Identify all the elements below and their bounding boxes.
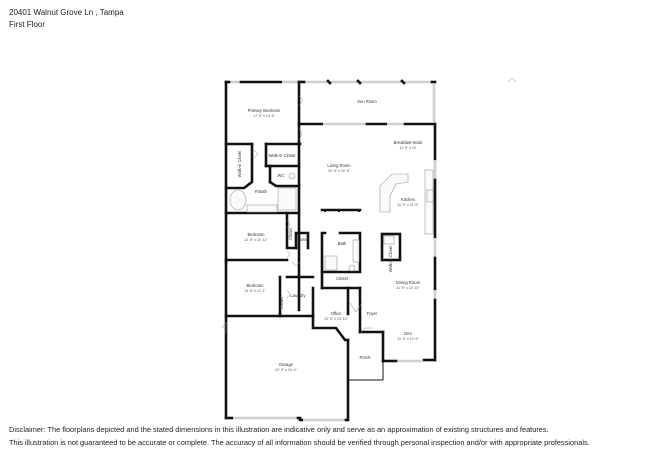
room-name: Walk-in Closet [237,150,242,178]
room-name: Porch [360,355,372,360]
room-name: Garage [279,362,294,367]
room-dims: 11' 9" x 10' 10" [396,286,420,290]
disclaimer-line-2: This illustration is not guaranteed to b… [9,438,590,447]
room-name: Kitchen [401,197,416,202]
room-name: Breakfast Nook [394,140,424,145]
room-name: Closet [336,276,349,281]
room-name: Den [404,331,412,336]
floor-label: First Floor [9,20,45,29]
room-name: Bedroom [247,283,265,288]
room-name: Foyer [367,311,378,316]
room-name: Walk-in Closet [269,153,297,158]
walls [221,77,517,422]
room-name: Closet [288,227,293,240]
room-name: Bedroom [248,232,266,237]
disclaimer-line-1: Disclaimer: The floorplans depicted and … [9,425,549,434]
room-dims: 11' 9" x 12' 5" [397,337,419,341]
room-name: Laundry [290,293,306,298]
room-name: Primary Bedroom [248,108,281,113]
room-dims: 10' 9" x 13' 10" [324,317,348,321]
room-name: Living Room [327,163,351,168]
property-address: 20401 Walnut Grove Ln , Tampa [9,8,124,17]
room-name: Closet [296,237,309,242]
room-dims: 17' 5" x 14' 6" [253,114,275,118]
room-name: Office [331,311,343,316]
room-name: Closet [279,296,284,309]
room-labels: Sun Room Primary Bedroom 17' 5" x 14' 6"… [237,99,423,372]
room-name: P.Bath [255,189,268,194]
room-dims: 11' 9" x 21' 6" [397,203,419,207]
room-name: WC [278,173,285,178]
room-dims: 11' 9" x 10' [399,146,416,150]
room-dims: 13' 8" x 12' 1" [244,289,266,293]
room-dims: 20' 5" x 20' 8" [328,169,350,173]
room-dims: 20' 2" x 24' 4" [275,368,297,372]
room-name: Sun Room [357,99,377,104]
room-name: Walk-in Closet [388,245,393,273]
room-dims: 12' 8" x 10' 11" [244,238,268,242]
room-name: Dining Room [396,280,421,285]
room-name: Bath [338,241,347,246]
